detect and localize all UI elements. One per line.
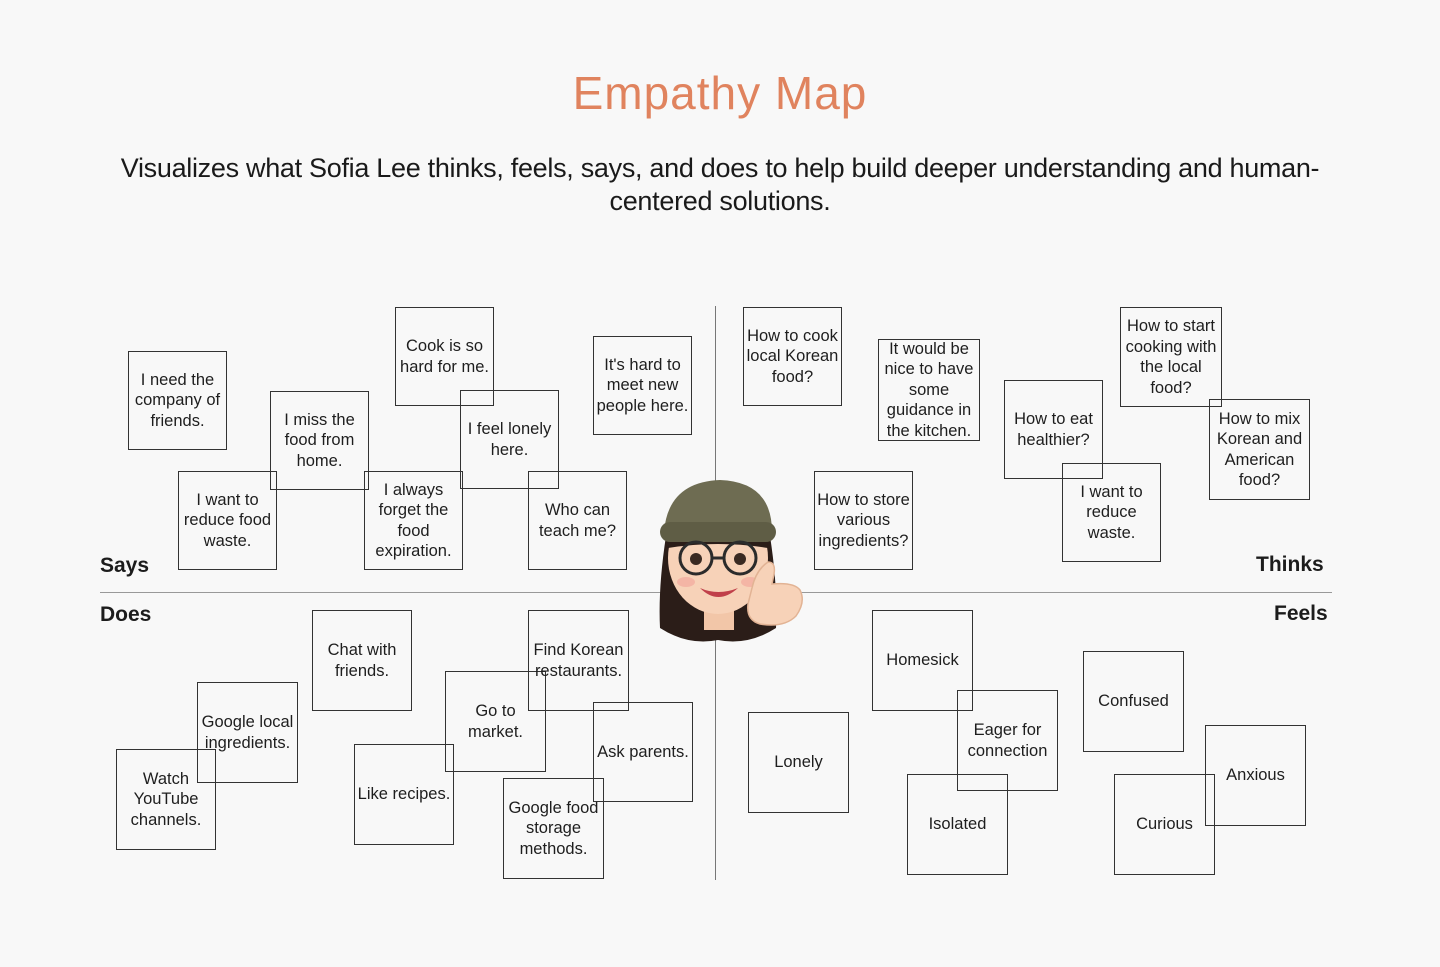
sticky-note[interactable]: Lonely bbox=[748, 712, 849, 813]
sticky-note[interactable]: Homesick bbox=[872, 610, 973, 711]
sticky-note[interactable]: Curious bbox=[1114, 774, 1215, 875]
sticky-note[interactable]: How to start cooking with the local food… bbox=[1120, 307, 1222, 407]
sticky-note[interactable]: I want to reduce food waste. bbox=[178, 471, 277, 570]
page-title: Empathy Map bbox=[572, 67, 868, 119]
sticky-note[interactable]: Isolated bbox=[907, 774, 1008, 875]
cheek-left bbox=[677, 577, 695, 587]
sticky-note[interactable]: It would be nice to have some guidance i… bbox=[878, 339, 980, 441]
eye-left bbox=[690, 553, 702, 565]
feels-label: Feels bbox=[1274, 602, 1328, 625]
page-subtitle: Visualizes what Sofia Lee thinks, feels,… bbox=[120, 153, 1320, 216]
sticky-note[interactable]: How to eat healthier? bbox=[1004, 380, 1103, 479]
beanie-shape bbox=[664, 480, 772, 532]
sticky-note[interactable]: How to store various ingredients? bbox=[814, 471, 913, 570]
does-label: Does bbox=[100, 603, 152, 626]
sticky-note[interactable]: Like recipes. bbox=[354, 744, 454, 845]
sticky-note[interactable]: Google local ingredients. bbox=[197, 682, 298, 783]
thinks-label: Thinks bbox=[1256, 553, 1324, 576]
beanie-brim bbox=[660, 522, 776, 542]
sticky-note[interactable]: Who can teach me? bbox=[528, 471, 627, 570]
sticky-note[interactable]: Ask parents. bbox=[593, 702, 693, 802]
sticky-note[interactable]: I want to reduce waste. bbox=[1062, 463, 1161, 562]
sticky-note[interactable]: Anxious bbox=[1205, 725, 1306, 826]
sticky-note[interactable]: How to cook local Korean food? bbox=[743, 307, 842, 406]
thumbs-up-icon bbox=[747, 561, 803, 626]
sticky-note[interactable]: How to mix Korean and American food? bbox=[1209, 399, 1310, 500]
sticky-note[interactable]: Cook is so hard for me. bbox=[395, 307, 494, 406]
sticky-note[interactable]: I feel lonely here. bbox=[460, 390, 559, 489]
sticky-note[interactable]: Go to market. bbox=[445, 671, 546, 772]
eye-right bbox=[734, 553, 746, 565]
sticky-note[interactable]: It's hard to meet new people here. bbox=[593, 336, 692, 435]
smile-shape bbox=[700, 588, 738, 597]
says-label: Says bbox=[100, 554, 150, 577]
sticky-note[interactable]: Watch YouTube channels. bbox=[116, 749, 216, 850]
sticky-note[interactable]: Chat with friends. bbox=[312, 610, 412, 711]
sticky-note[interactable]: Find Korean restaurants. bbox=[528, 610, 629, 711]
sticky-note[interactable]: Confused bbox=[1083, 651, 1184, 752]
sticky-note[interactable]: I miss the food from home. bbox=[270, 391, 369, 490]
sticky-note[interactable]: I always forget the food expiration. bbox=[364, 471, 463, 570]
sticky-note[interactable]: I need the company of friends. bbox=[128, 351, 227, 450]
avatar bbox=[659, 480, 803, 642]
sticky-note[interactable]: Google food storage methods. bbox=[503, 778, 604, 879]
